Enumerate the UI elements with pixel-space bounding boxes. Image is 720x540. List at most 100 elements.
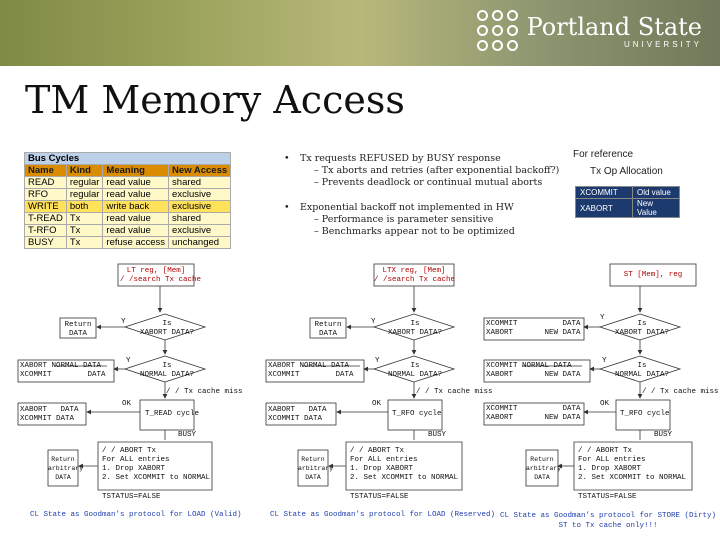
lt-box1-text: XABORT NORMAL DATA XCOMMIT DATA [20, 362, 106, 379]
lt-ret2-box [47, 449, 79, 487]
st-tstatus-text: TSTATUS=FALSE [578, 493, 637, 501]
sub-bullet: – Performance is parameter sensitive [314, 214, 494, 225]
lt-head-box [117, 263, 195, 287]
table-caption: Bus Cycles [23, 152, 232, 165]
ltx-footnote: CL State as Goodman’s protocol for LOAD … [270, 511, 496, 519]
bullet-block-1: • Tx requests REFUSED by BUSY response –… [284, 153, 560, 189]
lt-tstatus-text: TSTATUS=FALSE [102, 493, 161, 501]
yes-label: Y [121, 318, 126, 326]
lt-box1 [17, 359, 115, 383]
ltx-tstatus-text: TSTATUS=FALSE [350, 493, 409, 501]
sub-bullet: – Benchmarks appear not to be optimized [314, 226, 515, 237]
bullet-dot: • [284, 153, 290, 164]
ok-label: OK [600, 400, 610, 408]
yes-label: Y [371, 318, 376, 326]
ltx-box1 [265, 359, 365, 383]
table-cell: Tx [65, 236, 104, 249]
st-box0 [483, 317, 585, 341]
table-cell: XCOMMIT [575, 186, 633, 199]
st-miss-comment: / / Tx cache miss [642, 388, 719, 396]
table-cell: T-RFO [24, 224, 67, 237]
lt-cycle-box [139, 399, 195, 431]
ltx-head-text: LTX reg, [Mem] / /search Tx cache [374, 267, 456, 284]
sub-bullet: – Prevents deadlock or continual mutual … [314, 177, 543, 188]
st-proc-box [573, 441, 693, 491]
lt-box2-text: XABORT DATA XCOMMIT DATA [20, 406, 79, 423]
yes-label: Y [375, 357, 380, 365]
ltx-cycle-text: T_RFO cycle [392, 410, 442, 418]
bullet-text: Exponential backoff not implemented in H… [300, 202, 514, 213]
column-header: New Access [168, 164, 232, 177]
table-cell: both [65, 200, 104, 213]
st-cycle-box [615, 399, 671, 431]
ltx-miss-comment: / / Tx cache miss [416, 388, 493, 396]
table-cell: exclusive [168, 224, 232, 237]
ltx-cycle-box [387, 399, 443, 431]
logo-subtitle: UNIVERSITY [623, 39, 702, 49]
table-cell: BUSY [24, 236, 67, 249]
st-head-box [609, 263, 697, 287]
ok-label: OK [122, 400, 132, 408]
lt-head-text: LT reg, [Mem] / /search Tx cache [120, 267, 202, 284]
table-cell: Tx [65, 212, 104, 225]
st-cycle-text: T_RFO cycle [620, 410, 670, 418]
st-box1 [483, 359, 591, 383]
sub-bullet: – Tx aborts and retries (after exponenti… [314, 165, 560, 176]
yes-label: Y [602, 357, 607, 365]
lt-q1-text: Is XABORT DATA? [139, 320, 194, 337]
ltx-ret2-box [297, 449, 329, 487]
table-cell: refuse access [102, 236, 170, 249]
lt-ret2-text: Return arbitrary DATA [48, 456, 84, 481]
ltx-return-text: Return DATA [314, 321, 342, 338]
bus-cycles-table: Bus Cycles Name Kind Meaning New Access … [23, 152, 232, 249]
st-head-text: ST [Mem], reg [623, 271, 683, 279]
table-cell: unchanged [168, 236, 232, 249]
st-box0-text: XCOMMIT DATA XABORT NEW DATA [486, 320, 581, 337]
st-q1-text: Is XABORT DATA? [614, 320, 669, 337]
lt-proc-box [97, 441, 213, 491]
st-ret2-box [525, 449, 559, 487]
st-box2-text: XCOMMIT DATA XABORT NEW DATA [486, 405, 581, 422]
table-cell: read value [102, 176, 170, 189]
lt-return-text: Return DATA [64, 321, 92, 338]
st-footnote: CL State as Goodman’s protocol for STORE… [500, 512, 717, 530]
lt-miss-comment: / / Tx cache miss [166, 388, 243, 396]
st-q2-text: Is NORMAL DATA? [614, 362, 669, 379]
table-cell: regular [65, 188, 104, 201]
university-logo: Portland State UNIVERSITY [476, 10, 702, 52]
lt-footnote: CL State as Goodman’s protocol for LOAD … [30, 511, 242, 519]
ltx-q2-text: Is NORMAL DATA? [387, 362, 442, 379]
ltx-box2-text: XABORT DATA XCOMMIT DATA [268, 406, 327, 423]
table-cell: read value [102, 188, 170, 201]
logo-rings-icon [476, 10, 519, 52]
busy-label: BUSY [428, 431, 447, 439]
lt-cycle-text: T_READ cycle [145, 410, 200, 418]
reference-title: For reference [573, 149, 634, 160]
st-ret2-text: Return arbitrary DATA [526, 456, 562, 481]
busy-label: BUSY [178, 431, 197, 439]
ltx-proc-text: / / ABORT Tx For ALL entries 1. Drop XAB… [350, 447, 459, 482]
bullet-text: Tx requests REFUSED by BUSY response [300, 153, 501, 164]
ok-label: OK [372, 400, 382, 408]
lt-box2 [17, 402, 87, 426]
st-box2 [483, 402, 585, 426]
lt-return-box [59, 317, 97, 339]
busy-label: BUSY [654, 431, 673, 439]
yes-label: Y [600, 314, 605, 322]
bullet-block-2: • Exponential backoff not implemented in… [284, 202, 515, 238]
yes-label: Y [126, 357, 131, 365]
ltx-box1-text: XABORT NORMAL DATA XCOMMIT DATA [268, 362, 354, 379]
table-cell: write back [102, 200, 170, 213]
ltx-box2 [265, 402, 337, 426]
st-proc-text: / / ABORT Tx For ALL entries 1. Drop XAB… [578, 447, 687, 482]
table-cell: READ [24, 176, 67, 189]
lt-proc-text: / / ABORT Tx For ALL entries 1. Drop XAB… [102, 447, 211, 482]
